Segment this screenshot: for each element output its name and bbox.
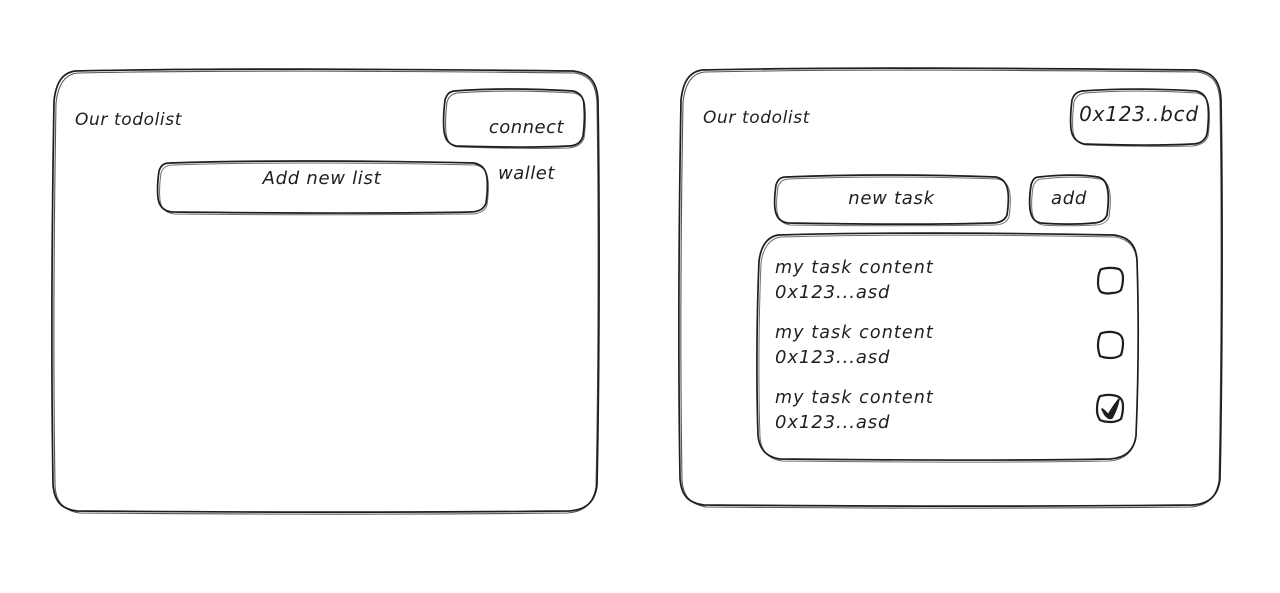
new-task-input-value[interactable]: new task <box>848 188 935 209</box>
task-owner-address: 0x123...asd <box>775 282 891 303</box>
connect-wallet-label-line1: connect <box>488 117 565 139</box>
page-title-connected: Our todolist <box>703 108 810 128</box>
page-title: Our todolist <box>75 110 182 130</box>
add-new-list-label: Add new list <box>262 168 382 189</box>
panel-disconnected <box>45 60 610 525</box>
task-owner-address: 0x123...asd <box>775 412 891 433</box>
wallet-address-label: 0x123..bcd <box>1079 102 1199 126</box>
connect-wallet-label: connect wallet <box>440 93 588 208</box>
add-task-button[interactable] <box>1026 172 1112 227</box>
panel-connected <box>672 60 1232 518</box>
task-content: my task content <box>775 258 934 278</box>
task-content: my task content <box>775 388 934 408</box>
checked-checkbox-icon[interactable] <box>1095 393 1127 425</box>
add-task-button-label: add <box>1051 188 1087 209</box>
task-list-card <box>752 228 1146 470</box>
empty-checkbox-icon[interactable] <box>1096 266 1126 296</box>
add-new-list-button[interactable] <box>152 158 492 216</box>
connect-wallet-button[interactable] <box>440 86 588 150</box>
new-task-input[interactable] <box>770 172 1013 227</box>
wallet-address-badge[interactable] <box>1066 86 1212 148</box>
task-content: my task content <box>775 323 934 343</box>
task-owner-address: 0x123...asd <box>775 347 891 368</box>
task-list-item[interactable]: my task content 0x123...asd <box>775 323 1075 368</box>
connect-wallet-label-line2: wallet <box>498 163 555 185</box>
task-list-item[interactable]: my task content 0x123...asd <box>775 258 1075 303</box>
empty-checkbox-icon[interactable] <box>1096 330 1126 360</box>
task-list-item[interactable]: my task content 0x123...asd <box>775 388 1075 433</box>
